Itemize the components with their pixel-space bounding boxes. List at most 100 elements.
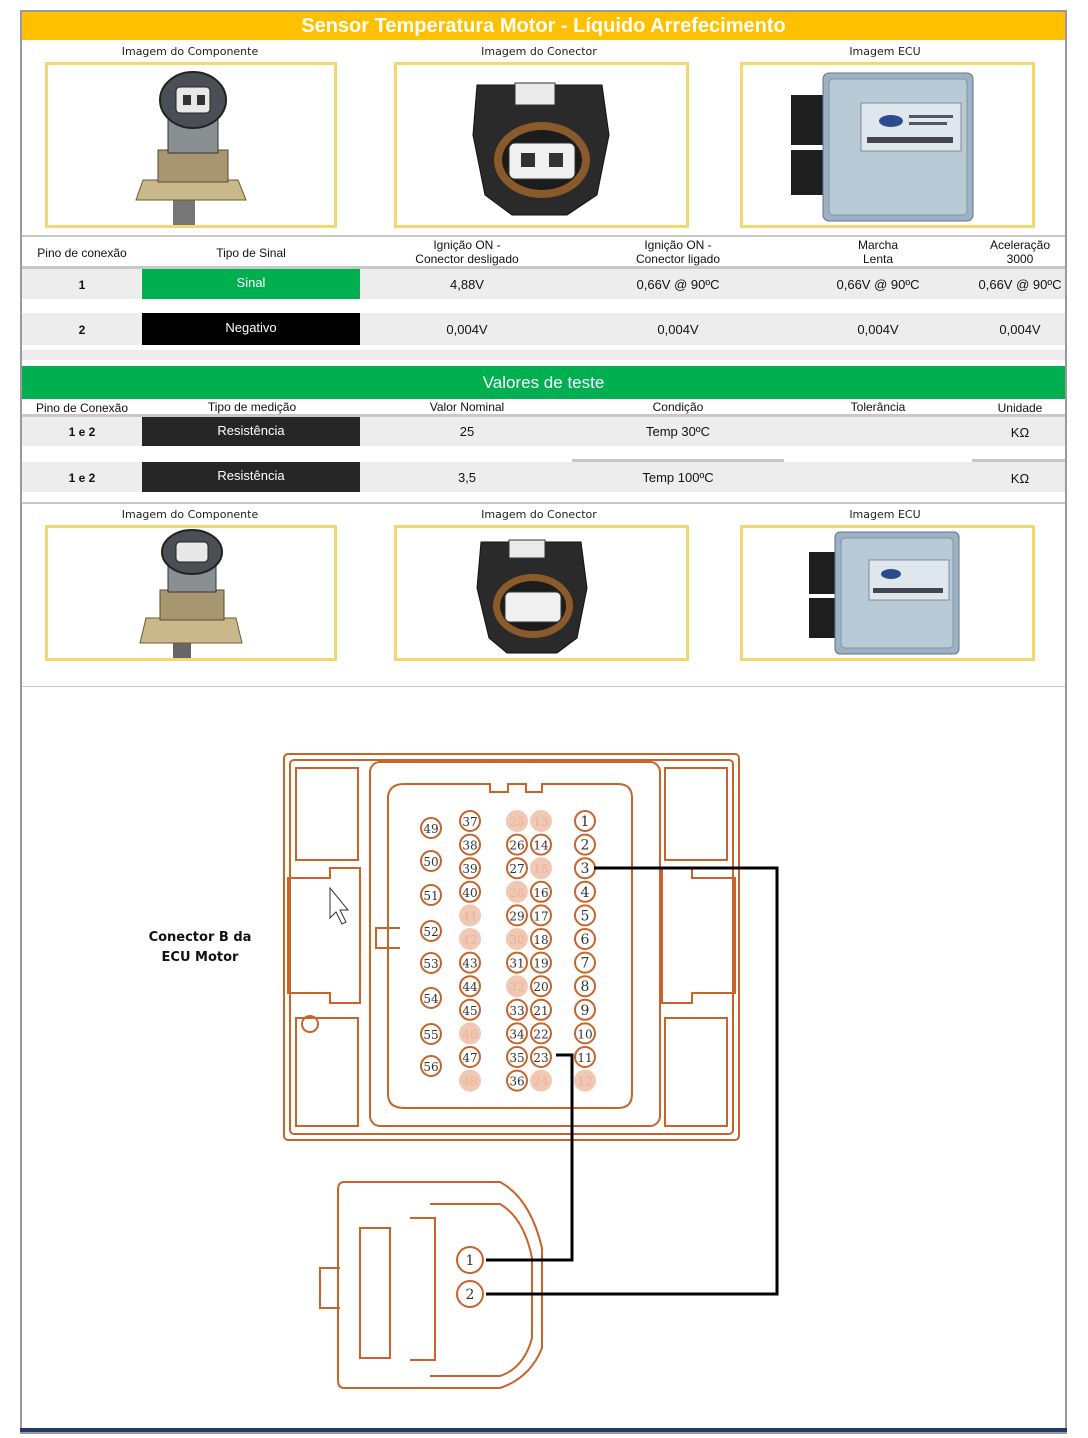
- pin-21: [530, 998, 552, 1021]
- col-header-condition: Condição: [652, 400, 704, 414]
- pin-label: 43: [462, 957, 477, 971]
- pin-54: [420, 987, 442, 1009]
- col-header-ign-on-disconnected: Ignição ON - Conector desligado: [415, 238, 519, 266]
- pin-17: [530, 904, 552, 927]
- pin-35: [506, 1046, 528, 1068]
- pin-4: [574, 880, 596, 903]
- pin-cell: 1 e 2: [68, 425, 96, 439]
- pin-53: [420, 952, 442, 974]
- pin-label: 30: [509, 933, 524, 947]
- pin-label: 24: [533, 1075, 549, 1089]
- value-cell: 0,66V @ 90ºC: [836, 277, 920, 292]
- divider: [22, 266, 1065, 269]
- pin-36: [506, 1069, 528, 1092]
- caption-component: Imagem do Componente: [121, 45, 259, 58]
- pin-37: [459, 810, 481, 832]
- pin-label: 20: [533, 980, 548, 994]
- caption-ecu: Imagem ECU: [849, 508, 921, 521]
- ecu-pin-grid: 4950515253545556373839404142434445464748…: [420, 810, 596, 1092]
- pin-6: [574, 928, 596, 950]
- value-cell: 0,66V @ 90ºC: [978, 277, 1062, 292]
- col-header-signal-type: Tipo de Sinal: [216, 246, 286, 260]
- pin-31: [506, 951, 528, 974]
- pin-48: [459, 1069, 481, 1092]
- pin-22: [530, 1022, 552, 1045]
- pin-23: [530, 1046, 552, 1068]
- pin-label: 1: [581, 814, 590, 830]
- pin-label: 6: [581, 932, 590, 948]
- divider: [22, 235, 1065, 237]
- pin-2: [456, 1280, 484, 1308]
- pin-label: 19: [533, 957, 548, 971]
- pin-1: [574, 810, 596, 832]
- col-header-nominal: Valor Nominal: [429, 400, 505, 414]
- pin-label: 40: [462, 886, 477, 900]
- measure-type-badge: Resistência: [142, 462, 360, 492]
- condition-cell: Temp 30ºC: [646, 424, 710, 439]
- nominal-cell: 25: [459, 424, 475, 439]
- pin-47: [459, 1046, 481, 1068]
- pin-label: 9: [581, 1003, 590, 1019]
- pin-label: 8: [581, 979, 590, 995]
- value-cell: 0,004V: [657, 322, 699, 337]
- pin-label: 56: [423, 1060, 438, 1074]
- pin-56: [420, 1055, 442, 1077]
- sensor-connector-outline: [319, 1181, 543, 1389]
- value-cell: 4,88V: [450, 277, 484, 292]
- pin-label: 22: [533, 1027, 548, 1041]
- pin-label: 55: [423, 1028, 438, 1042]
- pin-label: 39: [462, 862, 477, 876]
- col-header-accel-3000: Aceleração 3000: [989, 238, 1051, 266]
- pin-label: 21: [533, 1004, 548, 1018]
- signal-type-badge: Sinal: [142, 269, 360, 299]
- pin-label: 51: [423, 889, 438, 903]
- col-header-unit: Unidade: [997, 401, 1043, 415]
- pin-19: [530, 951, 552, 974]
- table-spacer: [22, 350, 1065, 360]
- wiring-diagram: 4950515253545556373839404142434445464748…: [283, 753, 779, 1389]
- pin-49: [420, 817, 442, 839]
- value-cell: 0,004V: [446, 322, 488, 337]
- pin-label: 26: [509, 839, 524, 853]
- pin-34: [506, 1022, 528, 1045]
- pin-8: [574, 975, 596, 998]
- pin-label: 37: [462, 815, 477, 829]
- col-header-idle: Marcha Lenta: [857, 238, 898, 266]
- page-title: Sensor Temperatura Motor - Líquido Arref…: [22, 12, 1065, 40]
- pin-label: 38: [462, 839, 477, 853]
- pin-label: 13: [533, 815, 548, 829]
- value-cell: 0,004V: [857, 322, 899, 337]
- pin-39: [459, 857, 481, 880]
- pin-label: 31: [509, 957, 524, 971]
- ecu-connector-label: Conector B da ECU Motor: [148, 930, 252, 965]
- bottom-rule: [20, 1428, 1067, 1432]
- pin-label: 14: [533, 839, 549, 853]
- caption-component: Imagem do Componente: [121, 508, 259, 521]
- pin-2: [574, 833, 596, 856]
- value-cell: 0,004V: [999, 322, 1041, 337]
- col-header-ign-on-connected: Ignição ON - Conector ligado: [635, 238, 721, 266]
- pin-55: [420, 1023, 442, 1045]
- pin-51: [420, 884, 442, 906]
- nominal-cell: 3,5: [457, 470, 477, 485]
- wires: [486, 866, 779, 1296]
- pin-label: 36: [509, 1075, 524, 1089]
- pin-label: 35: [509, 1051, 524, 1065]
- divider: [22, 686, 1065, 687]
- pin-28: [506, 880, 528, 903]
- pin-label: 44: [462, 980, 478, 994]
- pin-11: [574, 1046, 596, 1068]
- pin-label: 54: [423, 992, 439, 1006]
- sensor-pins: 12: [456, 1246, 484, 1308]
- condition-cell: Temp 100ºC: [642, 470, 714, 485]
- pin-29: [506, 904, 528, 927]
- pin-label: 17: [533, 909, 548, 923]
- pin-16: [530, 880, 552, 903]
- caption-connector: Imagem do Conector: [481, 45, 597, 58]
- pin-41: [459, 904, 481, 927]
- pin-25: [506, 810, 528, 832]
- pin-label: 29: [509, 909, 524, 923]
- pin-label: 7: [581, 956, 590, 972]
- pin-label: 2: [581, 838, 590, 854]
- pin-label: 50: [423, 855, 438, 869]
